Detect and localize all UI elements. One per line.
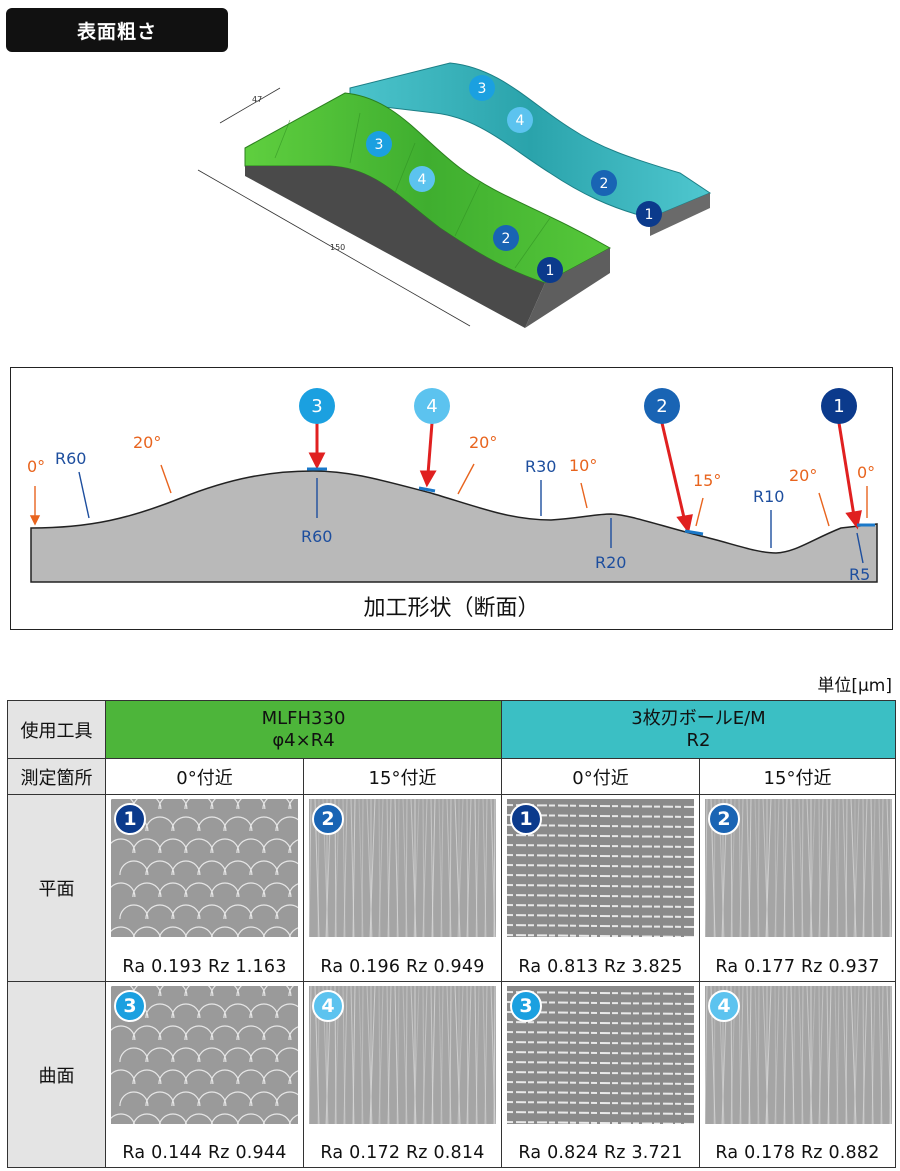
roughness-values: Ra 0.144 Rz 0.944 bbox=[122, 1143, 287, 1163]
sample-cell: 1 Ra 0.193 Rz 1.163 bbox=[105, 794, 304, 982]
roughness-values: Ra 0.177 Rz 0.937 bbox=[715, 957, 880, 977]
radius-label: R5 bbox=[849, 565, 870, 584]
angle-label: 10° bbox=[569, 456, 597, 475]
roughness-values: Ra 0.813 Rz 3.825 bbox=[518, 957, 683, 977]
unit-label: 単位[μm] bbox=[817, 676, 892, 696]
radius-label: R20 bbox=[595, 553, 626, 572]
roughness-values: Ra 0.824 Rz 3.721 bbox=[518, 1143, 683, 1163]
position-badge: 3 bbox=[510, 990, 542, 1022]
position-badge: 1 bbox=[510, 803, 542, 835]
roughness-values: Ra 0.193 Rz 1.163 bbox=[122, 957, 287, 977]
teal-badge-1: 1 bbox=[645, 207, 654, 223]
sample-cell: 2 Ra 0.177 Rz 0.937 bbox=[699, 794, 896, 982]
angle-label: 15° bbox=[693, 471, 721, 490]
teal-badge-4: 4 bbox=[516, 113, 525, 129]
row-label-curved: 曲面 bbox=[7, 981, 106, 1168]
sample-cell: 4 Ra 0.172 Rz 0.814 bbox=[303, 981, 502, 1168]
sample-cell: 4 Ra 0.178 Rz 0.882 bbox=[699, 981, 896, 1168]
radius-label: R30 bbox=[525, 457, 556, 476]
position-badge: 3 bbox=[114, 990, 146, 1022]
roughness-values: Ra 0.178 Rz 0.882 bbox=[715, 1143, 880, 1163]
position-badge: 1 bbox=[114, 803, 146, 835]
position-badge: 2 bbox=[708, 803, 740, 835]
green-badge-4: 4 bbox=[418, 172, 427, 188]
section-marker-2: 2 bbox=[656, 396, 667, 417]
surface-texture-image bbox=[705, 799, 892, 937]
sample-cell: 3 Ra 0.144 Rz 0.944 bbox=[105, 981, 304, 1168]
radius-label: R60 bbox=[55, 449, 86, 468]
sample-cell: 1 Ra 0.813 Rz 3.825 bbox=[501, 794, 700, 982]
dimension-depth: 47 bbox=[252, 95, 262, 104]
position-header: 0°付近 bbox=[105, 758, 304, 795]
machined-block-illustration: 47 150 3 4 2 1 3 4 2 1 bbox=[197, 62, 712, 328]
green-badge-3: 3 bbox=[375, 137, 384, 153]
cross-section-caption: 加工形状（断面） bbox=[363, 596, 540, 621]
angle-label: 20° bbox=[469, 433, 497, 452]
position-badge: 4 bbox=[312, 990, 344, 1022]
radius-label: R60 bbox=[301, 527, 332, 546]
teal-badge-3: 3 bbox=[478, 81, 487, 97]
green-badge-1: 1 bbox=[546, 263, 555, 279]
row-label-flat: 平面 bbox=[7, 794, 106, 982]
teal-badge-2: 2 bbox=[600, 176, 609, 192]
angle-label: 20° bbox=[133, 433, 161, 452]
cross-section-panel: 3 4 2 1 0° 20° 20° 10° 15° 20° 0° R60 R6… bbox=[10, 367, 893, 630]
position-badge: 2 bbox=[312, 803, 344, 835]
section-marker-1: 1 bbox=[833, 396, 844, 417]
sample-cell: 3 Ra 0.824 Rz 3.721 bbox=[501, 981, 700, 1168]
position-badge: 4 bbox=[708, 990, 740, 1022]
angle-label: 0° bbox=[857, 463, 875, 482]
cross-section-diagram: 3 4 2 1 0° 20° 20° 10° 15° 20° 0° R60 R6… bbox=[27, 388, 878, 584]
measure-header: 測定箇所 bbox=[7, 758, 106, 795]
position-header: 15°付近 bbox=[303, 758, 502, 795]
position-header: 0°付近 bbox=[501, 758, 700, 795]
position-header: 15°付近 bbox=[699, 758, 896, 795]
sample-cell: 2 Ra 0.196 Rz 0.949 bbox=[303, 794, 502, 982]
section-marker-4: 4 bbox=[426, 396, 437, 417]
dimension-length: 150 bbox=[330, 243, 345, 252]
roughness-values: Ra 0.172 Rz 0.814 bbox=[320, 1143, 485, 1163]
green-badge-2: 2 bbox=[502, 231, 511, 247]
angle-label: 20° bbox=[789, 466, 817, 485]
section-marker-3: 3 bbox=[311, 396, 322, 417]
section-title: 表面粗さ bbox=[6, 8, 228, 52]
radius-label: R10 bbox=[753, 487, 784, 506]
surface-texture-image bbox=[507, 799, 694, 937]
angle-label: 0° bbox=[27, 457, 45, 476]
tool-header: 使用工具 bbox=[7, 700, 106, 759]
roughness-values: Ra 0.196 Rz 0.949 bbox=[320, 957, 485, 977]
